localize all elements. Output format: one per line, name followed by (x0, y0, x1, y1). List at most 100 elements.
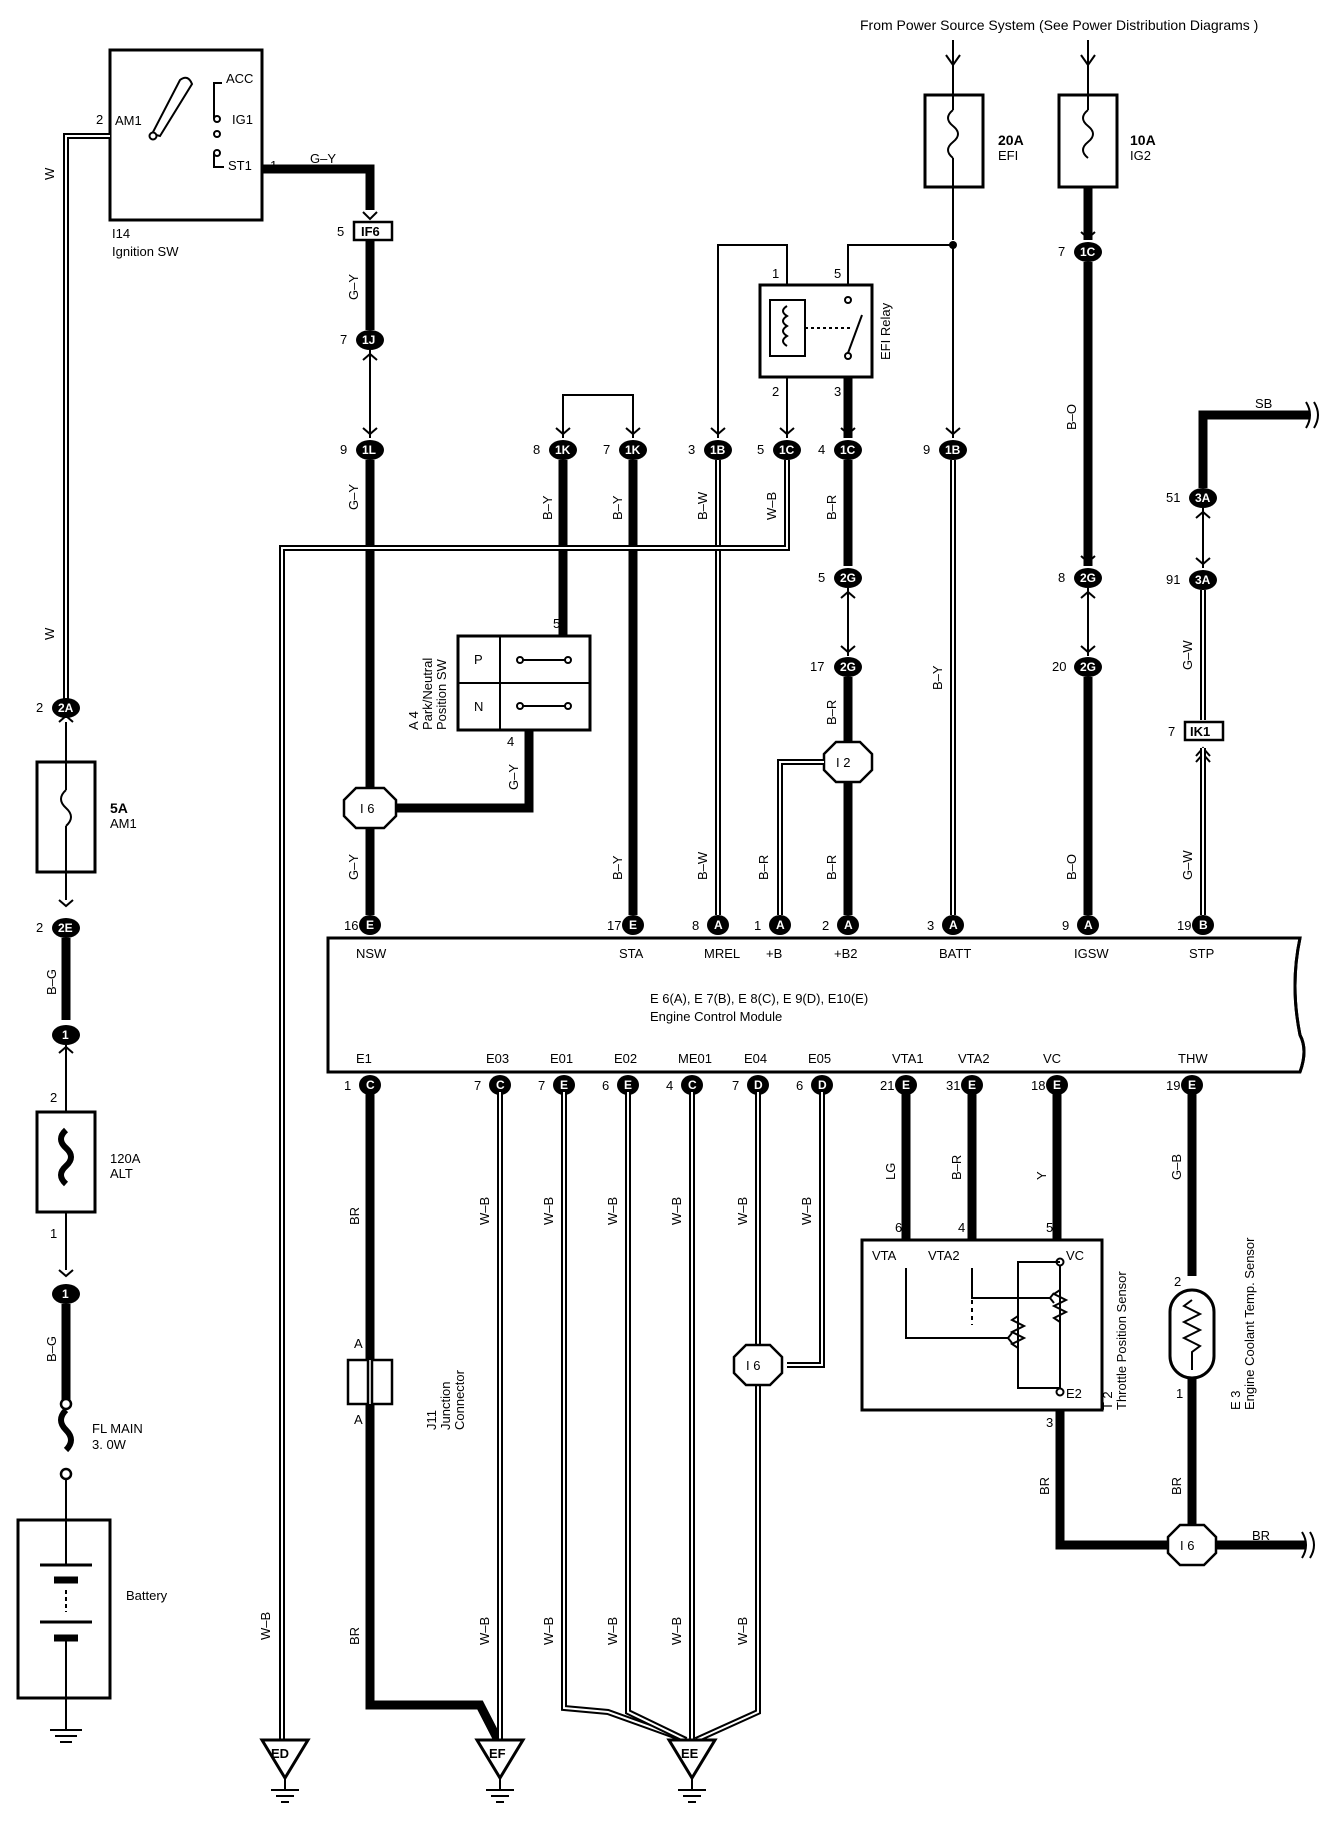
svg-text:W: W (42, 167, 57, 180)
ecm-terminal-top-b: A1+B (754, 915, 791, 961)
ecm-terminal-conn: B (1199, 918, 1208, 932)
svg-text:W–B: W–B (605, 1617, 620, 1645)
fuse-am1: 5A AM1 (35, 722, 137, 900)
ecm-terminal-conn: A (714, 918, 723, 932)
ground-ee: EE (666, 1738, 718, 1803)
svg-text:AM1: AM1 (115, 113, 142, 128)
connector-2a: 2A 2 (36, 698, 80, 718)
battery-feed-wire: W W (42, 133, 110, 700)
power-source-note: From Power Source System (See Power Dist… (860, 17, 1258, 33)
svg-text:Throttle Position Sensor: Throttle Position Sensor (1114, 1271, 1129, 1410)
svg-text:3: 3 (1046, 1415, 1053, 1430)
svg-text:Battery: Battery (126, 1588, 168, 1603)
svg-text:IG1: IG1 (232, 112, 253, 127)
svg-text:1C: 1C (1080, 245, 1096, 259)
svg-text:2E: 2E (58, 921, 73, 935)
svg-text:G–W: G–W (1180, 640, 1195, 670)
svg-text:1B: 1B (945, 443, 961, 457)
connector-1-upper: 1 (52, 1025, 80, 1045)
park-neutral-switch: P N 5 4 A 4 Park/Neutral Position SW (406, 616, 592, 749)
svg-text:1: 1 (62, 1028, 69, 1042)
ecm-terminal-name: STA (619, 946, 644, 961)
ecm-label: E 6(A), E 7(B), E 8(C), E 9(D), E10(E) (650, 991, 868, 1006)
ecm-terminal-name: THW (1178, 1051, 1208, 1066)
svg-text:1C: 1C (840, 443, 856, 457)
svg-text:5: 5 (757, 442, 764, 457)
svg-text:B–R: B–R (824, 700, 839, 725)
svg-text:B–W: B–W (695, 491, 710, 520)
svg-text:2G: 2G (840, 660, 856, 674)
svg-text:B–R: B–R (756, 855, 771, 880)
svg-text:B–Y: B–Y (610, 855, 625, 880)
ecm-terminal-pin: 8 (692, 918, 699, 933)
ecm-terminal-name: E03 (486, 1051, 509, 1066)
connector-1b-9: 1B 9 (923, 440, 967, 460)
ecm-terminal-pin: 31 (946, 1078, 960, 1093)
connector-1c-7: 1C 7 (1058, 242, 1102, 262)
svg-text:2: 2 (50, 1090, 57, 1105)
connector-if6: IF6 5 (337, 220, 394, 242)
svg-text:51: 51 (1166, 490, 1180, 505)
svg-text:4: 4 (958, 1220, 965, 1235)
ground-ef: EF (474, 1738, 526, 1803)
svg-text:2G: 2G (1080, 571, 1096, 585)
svg-text:5: 5 (1046, 1220, 1053, 1235)
svg-text:3A: 3A (1195, 491, 1211, 505)
svg-text:B–Y: B–Y (540, 495, 555, 520)
fuse-efi-rating: 20A (998, 132, 1024, 148)
svg-text:W–B: W–B (258, 1612, 273, 1640)
ecm-terminal-pin: 7 (538, 1078, 545, 1093)
svg-text:BR: BR (347, 1627, 362, 1645)
svg-text:1J: 1J (362, 333, 375, 347)
svg-text:91: 91 (1166, 572, 1180, 587)
svg-text:I 2: I 2 (836, 755, 850, 770)
connector-2g-5: 2G 5 (818, 568, 862, 588)
junction-i6-e05: I 6 (732, 1343, 784, 1387)
svg-text:AM1: AM1 (110, 816, 137, 831)
svg-text:1L: 1L (362, 443, 376, 457)
junction-connector-j11: A A J11 Junction Connector (346, 1336, 467, 1430)
ecm-terminal-name: +B (766, 946, 782, 961)
svg-text:W–B: W–B (669, 1617, 684, 1645)
svg-text:B–O: B–O (1064, 404, 1079, 430)
svg-text:B–G: B–G (44, 969, 59, 995)
svg-text:W–B: W–B (735, 1617, 750, 1645)
ecm-terminal-name: VC (1043, 1051, 1061, 1066)
ecm-terminal-conn: E (968, 1078, 976, 1092)
svg-text:B–G: B–G (44, 1336, 59, 1362)
junction-i6-ects: I 6 (1166, 1523, 1218, 1567)
svg-text:Engine Coolant Temp. Sensor: Engine Coolant Temp. Sensor (1242, 1237, 1257, 1410)
svg-text:2G: 2G (1080, 660, 1096, 674)
svg-text:3A: 3A (1195, 573, 1211, 587)
svg-text:W–B: W–B (541, 1197, 556, 1225)
ecm-top-terminals: E16NSWE17STAA8MRELA1+BA2+B2A3BATTA9IGSWB… (344, 915, 1214, 961)
connector-3a-91: 3A 91 (1166, 570, 1217, 590)
svg-text:G–W: G–W (1180, 850, 1195, 880)
svg-text:W: W (42, 627, 57, 640)
ecm-terminal-name: E02 (614, 1051, 637, 1066)
svg-text:W–B: W–B (477, 1197, 492, 1225)
ecm-terminal-pin: 21 (880, 1078, 894, 1093)
svg-text:1C: 1C (779, 443, 795, 457)
junction-i6-nsw: I 6 (342, 786, 398, 830)
ecm-terminal-conn: E (1188, 1078, 1196, 1092)
svg-text:BR: BR (1037, 1477, 1052, 1495)
ecm-terminal-pin: 19 (1177, 918, 1191, 933)
ecm-terminal-conn: D (818, 1078, 827, 1092)
connector-1k-8: 1K 8 (533, 440, 577, 460)
ecm-terminal-pin: 1 (344, 1078, 351, 1093)
svg-text:BR: BR (347, 1207, 362, 1225)
ecm-terminal-conn: C (496, 1078, 505, 1092)
connector-1l: 1L 9 (340, 440, 384, 460)
svg-text:J11: J11 (424, 1410, 439, 1430)
